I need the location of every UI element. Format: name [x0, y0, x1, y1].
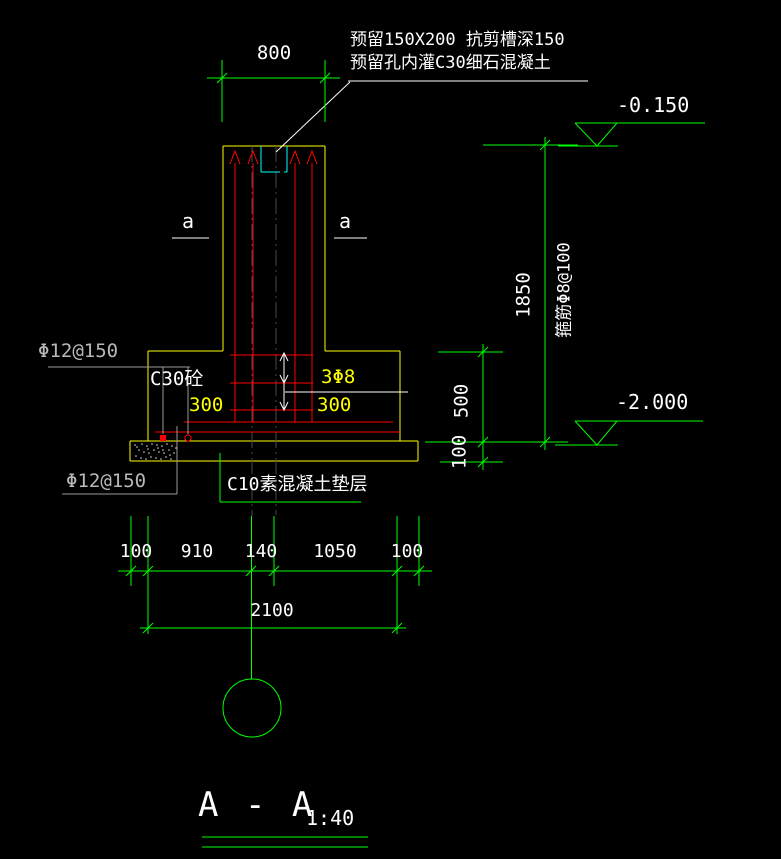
footing-concrete-label: C30砼: [150, 368, 204, 390]
leaders-gray: [48, 366, 190, 495]
shear-slot: [260, 146, 288, 173]
dim-bottom-1: 910: [180, 541, 214, 562]
elevation-bottom: -2.000: [616, 390, 689, 414]
note-line1: 预留150X200 抗剪槽深150: [350, 30, 565, 50]
grid-bubble: [222, 678, 282, 738]
bar-hook: [229, 149, 241, 165]
arrow-mid: [279, 374, 289, 385]
bar-hook: [306, 149, 318, 165]
note-leader: [275, 81, 351, 153]
concrete-outline: [129, 145, 419, 462]
note-line2: 预留孔内灌C30细石混凝土: [350, 53, 551, 73]
elevation-top: -0.150: [617, 93, 690, 117]
dim-footing-width: 2100: [250, 600, 294, 621]
top-rebar-label: Φ12@150: [38, 340, 119, 362]
bar-hook: [247, 149, 259, 165]
centerlines: [251, 146, 277, 516]
bar-hook: [289, 149, 301, 165]
bottom-bars-label: 3Φ8: [321, 366, 356, 388]
lap-length-right: 300: [317, 394, 352, 416]
section-title: A - A: [198, 785, 316, 825]
title-underline: [202, 836, 368, 848]
leaders-white: [172, 80, 588, 412]
blinding-hatch: [134, 443, 177, 460]
dim-overall-height: 1850: [512, 272, 535, 318]
dim-column-width: 800: [256, 42, 292, 64]
dimension-lines: [118, 60, 578, 738]
rebar-dot-circle: [184, 434, 192, 442]
blinding-label: C10素混凝土垫层: [227, 474, 368, 495]
rebar: [155, 149, 400, 442]
section-mark-left: a: [182, 209, 195, 233]
arrow-down: [279, 401, 289, 412]
dim-footing-height: 500: [450, 383, 473, 419]
section-mark-right: a: [339, 209, 352, 233]
dim-bottom-2: 140: [244, 541, 278, 562]
section-scale: 1:40: [306, 806, 355, 830]
bottom-rebar-label: Φ12@150: [66, 470, 147, 492]
dim-bottom-3: 1050: [313, 541, 357, 562]
elevation-symbols: [555, 122, 705, 446]
dim-bottom-4: 100: [390, 541, 424, 562]
blinding-leader: [219, 453, 361, 503]
arrow-up: [279, 351, 289, 362]
dim-blinding-thickness: 100: [448, 434, 471, 470]
stirrup-label: 箍筋Φ8@100: [554, 242, 575, 338]
lap-length-left: 300: [189, 394, 224, 416]
dim-bottom-0: 100: [119, 541, 153, 562]
rebar-dot-square: [160, 435, 166, 441]
